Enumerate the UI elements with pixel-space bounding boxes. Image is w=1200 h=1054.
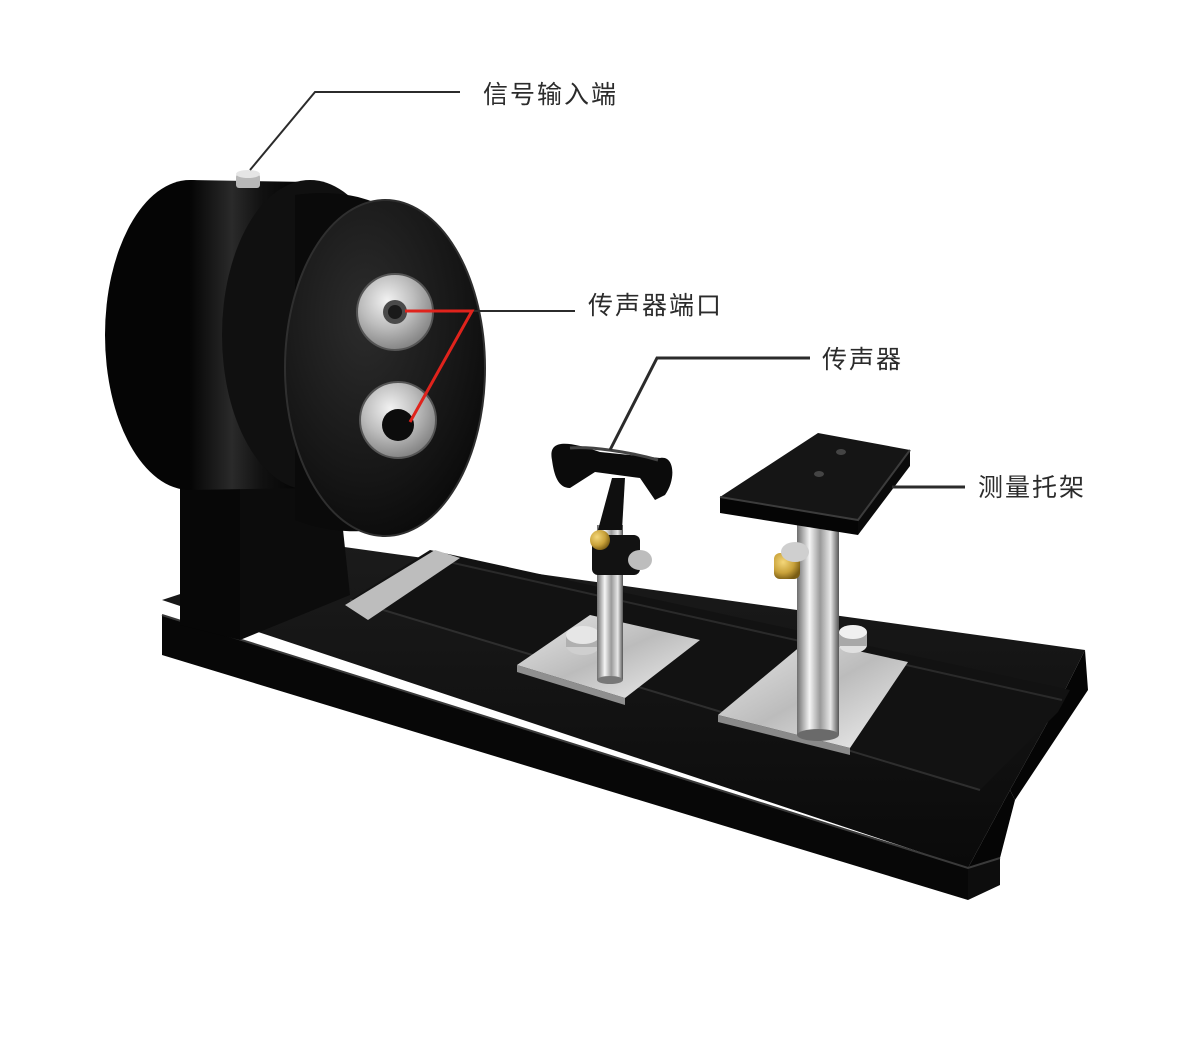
callout-mic-port: 传声器端口 <box>588 291 724 320</box>
rail-channel <box>345 550 1070 791</box>
signal-input-connector <box>236 170 260 188</box>
leader-signal-input <box>249 91 460 171</box>
front-disc <box>284 193 486 537</box>
callout-measure-bracket: 测量托架 <box>978 473 1087 502</box>
callout-signal-input: 信号输入端 <box>483 80 619 109</box>
measuring-bracket <box>718 433 911 755</box>
leader-microphone <box>608 356 810 451</box>
microphone-holder <box>517 443 700 705</box>
leader-mic-port <box>405 309 575 423</box>
mic-port-upper <box>356 273 434 351</box>
mic-port-lower <box>359 381 437 459</box>
callout-microphone: 传声器 <box>822 345 904 374</box>
